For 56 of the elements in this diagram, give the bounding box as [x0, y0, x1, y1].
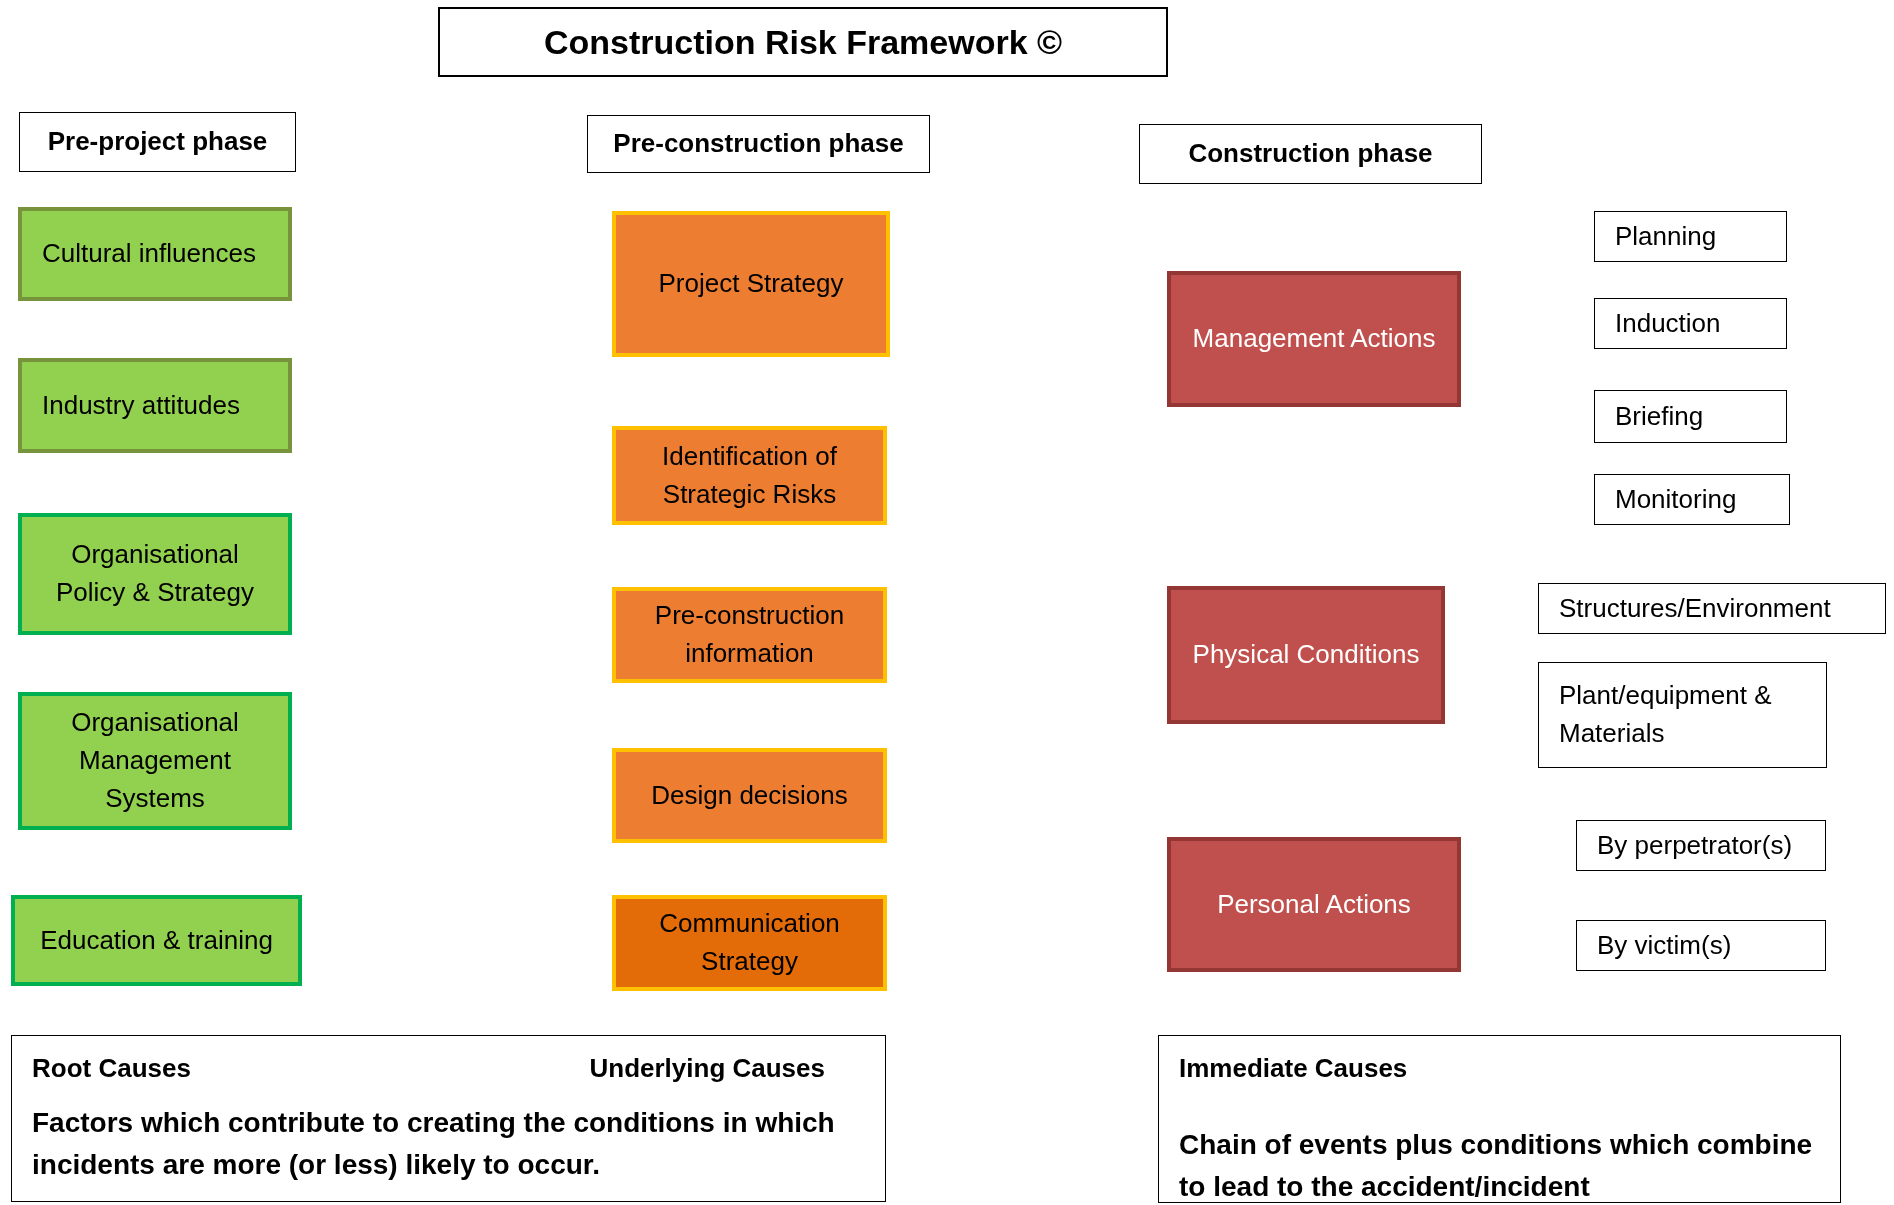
box-label: Communication Strategy [658, 907, 841, 978]
item-box [1538, 662, 1827, 768]
box-label: Physical Conditions [1192, 638, 1420, 672]
box-label: By perpetrator(s) [1597, 828, 1793, 862]
box-label: Plant/equipment & Materials [1559, 679, 1773, 750]
box-label: Structures/Environment [1559, 591, 1831, 625]
box-label: Monitoring [1615, 482, 1737, 516]
cause-box [1167, 586, 1445, 724]
description-text: Chain of events plus conditions which combine to lead to the accident/incident [1179, 1127, 1814, 1204]
item-box [1594, 211, 1787, 262]
box-label: Organisational Management Systems [70, 706, 240, 815]
item-box [1576, 820, 1826, 871]
box-label: Identification of Strategic Risks [661, 439, 838, 511]
section-heading: Root Causes [32, 1052, 191, 1085]
factor-box [11, 895, 302, 986]
phase-header [587, 115, 930, 173]
factor-box [18, 358, 292, 453]
box-label: Personal Actions [1217, 887, 1411, 921]
box-label: Project Strategy [658, 267, 844, 301]
phase-header [19, 112, 296, 172]
box-label: By victim(s) [1597, 928, 1732, 962]
box-label: Management Actions [1192, 322, 1436, 356]
item-box [1594, 298, 1787, 349]
factor-box [612, 895, 887, 991]
item-box [1594, 390, 1787, 443]
box-label: Organisational Policy & Strategy [55, 538, 255, 609]
cause-box [1167, 271, 1461, 407]
note-box [1158, 1035, 1841, 1203]
box-label: Industry attitudes [42, 388, 240, 422]
box-label: Design decisions [651, 778, 848, 812]
factor-box [612, 211, 890, 357]
box-label: Briefing [1615, 399, 1704, 433]
factor-box [18, 513, 292, 635]
phase-header [1139, 124, 1482, 184]
factor-box [612, 748, 887, 843]
box-label: Construction phase [1188, 137, 1433, 171]
note-box [11, 1035, 886, 1202]
description-text: Factors which contribute to creating the conditions in which incidents are more (or less) likely to occur. [32, 1105, 836, 1182]
box-label: Education & training [40, 923, 273, 957]
title-box: Construction Risk Framework © [438, 7, 1168, 77]
box-label: Pre-construction information [653, 599, 846, 670]
section-heading: Underlying Causes [589, 1052, 825, 1085]
factor-box [612, 587, 887, 683]
box-label: Pre-construction phase [613, 127, 904, 161]
factor-box [18, 207, 292, 301]
box-label: Pre-project phase [47, 125, 268, 159]
cause-box [1167, 837, 1461, 972]
item-box [1576, 920, 1826, 971]
factor-box [612, 426, 887, 525]
item-box [1538, 583, 1886, 634]
item-box [1594, 474, 1790, 525]
box-label: Cultural influences [42, 237, 256, 271]
box-label: Planning [1615, 219, 1717, 253]
box-label: Induction [1615, 306, 1721, 340]
factor-box [18, 692, 292, 830]
section-heading: Immediate Causes [1179, 1052, 1408, 1085]
